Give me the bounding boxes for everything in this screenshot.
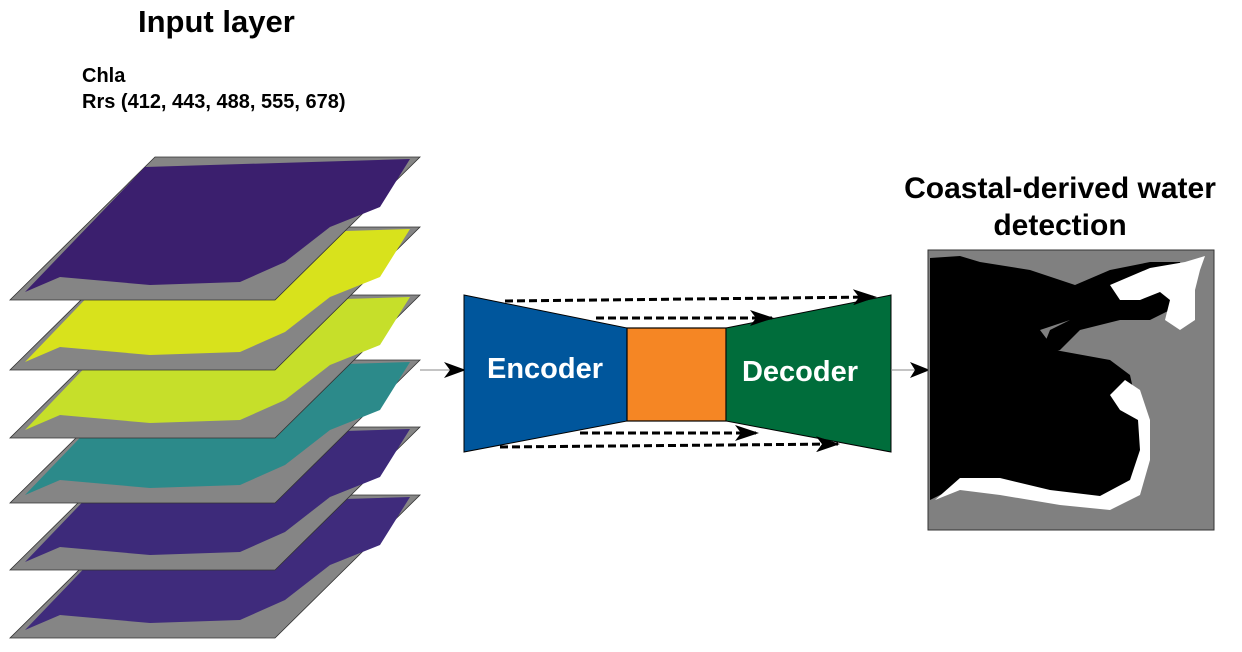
coastal-water-detection-map — [927, 249, 1215, 531]
output-arrow-head — [910, 362, 930, 378]
input-arrow-head — [444, 362, 466, 378]
input-layer-1 — [9, 156, 421, 301]
encoder-label: Encoder — [487, 353, 603, 385]
output-title-line2: detection — [993, 209, 1127, 242]
band-chla: Chla — [82, 65, 126, 87]
band-rrs: Rrs (412, 443, 488, 555, 678) — [82, 91, 346, 113]
bottleneck-block — [626, 327, 727, 422]
decoder-label: Decoder — [742, 356, 858, 388]
decoder-block — [725, 294, 892, 453]
output-title-line1: Coastal-derived water — [904, 172, 1216, 205]
skip-connection-4 — [499, 436, 840, 453]
skip-connection-1 — [504, 289, 877, 306]
input-layer-title: Input layer — [138, 4, 295, 39]
input-bands-list: Chla Rrs (412, 443, 488, 555, 678) — [82, 63, 346, 115]
input-layer-stack — [9, 156, 421, 639]
skip-connections — [499, 289, 877, 453]
output-title: Coastal-derived water detection — [880, 170, 1240, 244]
